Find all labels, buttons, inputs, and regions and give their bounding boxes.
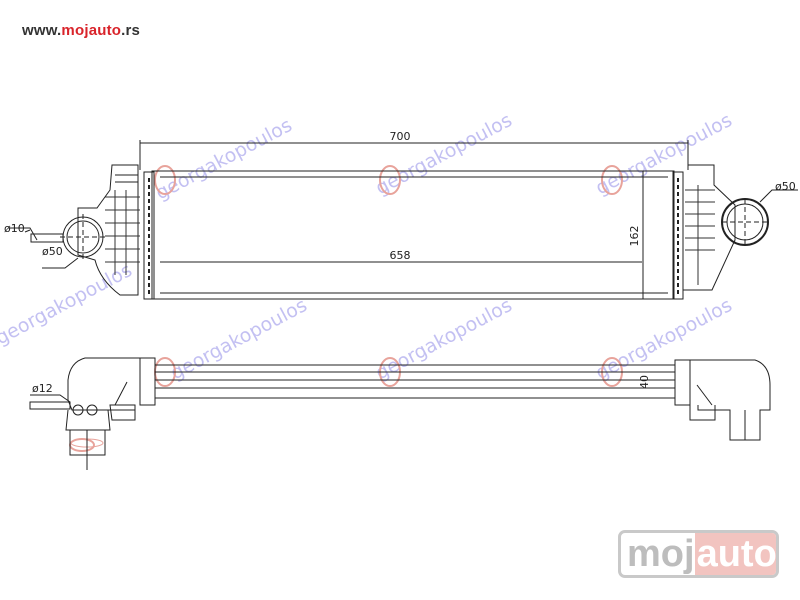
- watermark-text: georgakopoulos: [167, 294, 311, 384]
- left-elbow: [67, 357, 140, 411]
- right-elbow: [690, 359, 771, 441]
- left-tank: [77, 164, 139, 296]
- logo-part-moj: moj: [627, 533, 695, 575]
- dim-core-length: 658: [390, 249, 411, 262]
- watermark-emblems: [69, 165, 623, 452]
- dim-sensor-pipe: ø10: [4, 222, 25, 235]
- dim-core-height: 162: [628, 226, 641, 247]
- watermark-text: georgakopoulos: [372, 109, 516, 199]
- dim-outlet: ø50: [775, 180, 796, 193]
- left-header: [143, 171, 155, 300]
- website-url[interactable]: www.mojauto.rs: [22, 22, 140, 39]
- dim-overall-length: 700: [390, 130, 411, 143]
- watermark-text: georgakopoulos: [372, 294, 516, 384]
- url-brand: mojauto: [61, 22, 122, 39]
- outlet-pipe: [721, 198, 769, 246]
- side-pipe: [29, 401, 71, 410]
- right-tank: [683, 164, 736, 291]
- core: [151, 170, 675, 300]
- right-header: [672, 171, 684, 300]
- dim-core-thickness: 40: [638, 375, 651, 389]
- sensor-pipe: [30, 233, 64, 243]
- url-suffix: .rs: [121, 22, 141, 39]
- dim-side-pipe: ø12: [32, 382, 53, 395]
- top-view: [8, 140, 798, 300]
- watermark-text: georgakopoulos: [152, 114, 296, 204]
- logo-part-auto: auto: [694, 533, 777, 575]
- watermark-text: georgakopoulos: [592, 294, 736, 384]
- url-prefix: www.: [22, 22, 62, 39]
- watermark-text: georgakopoulos: [592, 109, 736, 199]
- dim-inlet: ø50: [42, 245, 63, 258]
- watermarks: georgakopoulos georgakopoulos georgakopo…: [0, 109, 736, 452]
- side-view: [29, 357, 771, 470]
